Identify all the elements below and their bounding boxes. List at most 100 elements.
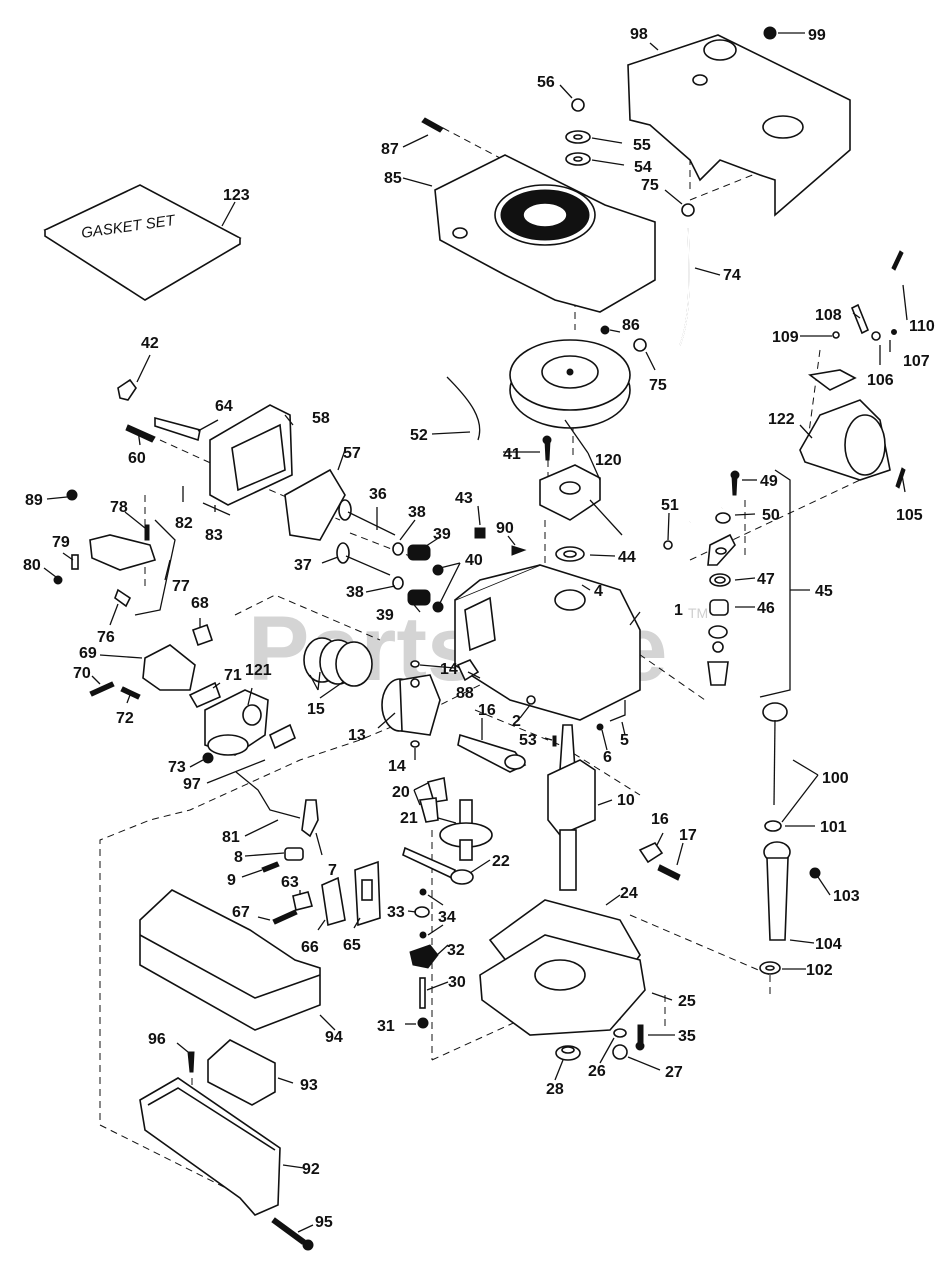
callout-100[interactable]: 100 — [822, 770, 849, 787]
callout-41[interactable]: 41 — [503, 446, 521, 463]
callout-28[interactable]: 28 — [546, 1081, 564, 1098]
callout-6[interactable]: 6 — [603, 749, 612, 766]
callout-81[interactable]: 81 — [222, 829, 240, 846]
callout-4[interactable]: 4 — [594, 583, 603, 600]
callout-97[interactable]: 97 — [183, 776, 201, 793]
callout-46[interactable]: 46 — [757, 600, 775, 617]
callout-16[interactable]: 16 — [478, 702, 496, 719]
callout-35[interactable]: 35 — [678, 1028, 696, 1045]
callout-5[interactable]: 5 — [620, 732, 629, 749]
callout-33[interactable]: 33 — [387, 904, 405, 921]
callout-107[interactable]: 107 — [903, 353, 930, 370]
callout-36[interactable]: 36 — [369, 486, 387, 503]
callout-110[interactable]: 110 — [909, 318, 935, 335]
callout-71[interactable]: 71 — [224, 667, 242, 684]
callout-47[interactable]: 47 — [757, 571, 775, 588]
callout-14-lower[interactable]: 14 — [388, 758, 406, 775]
callout-102[interactable]: 102 — [806, 962, 833, 979]
callout-94[interactable]: 94 — [325, 1029, 343, 1046]
callout-9[interactable]: 9 — [227, 872, 236, 889]
callout-44[interactable]: 44 — [618, 549, 636, 566]
callout-24[interactable]: 24 — [620, 885, 638, 902]
callout-69[interactable]: 69 — [79, 645, 97, 662]
callout-105[interactable]: 105 — [896, 507, 923, 524]
callout-78[interactable]: 78 — [110, 499, 128, 516]
callout-88[interactable]: 88 — [456, 685, 474, 702]
callout-58[interactable]: 58 — [312, 410, 330, 427]
callout-49[interactable]: 49 — [760, 473, 778, 490]
callout-14[interactable]: 14 — [440, 661, 458, 678]
callout-99[interactable]: 99 — [808, 27, 826, 44]
callout-89[interactable]: 89 — [25, 492, 43, 509]
callout-25[interactable]: 25 — [678, 993, 696, 1010]
callout-83[interactable]: 83 — [205, 527, 223, 544]
callout-51[interactable]: 51 — [661, 497, 679, 514]
callout-98[interactable]: 98 — [630, 26, 648, 43]
callout-8[interactable]: 8 — [234, 849, 243, 866]
callout-70[interactable]: 70 — [73, 665, 91, 682]
callout-22[interactable]: 22 — [492, 853, 510, 870]
callout-86[interactable]: 86 — [622, 317, 640, 334]
callout-56[interactable]: 56 — [537, 74, 555, 91]
callout-15[interactable]: 15 — [307, 701, 325, 718]
callout-42[interactable]: 42 — [141, 335, 159, 352]
callout-2[interactable]: 2 — [512, 713, 521, 730]
callout-104[interactable]: 104 — [815, 936, 842, 953]
callout-109[interactable]: 109 — [772, 329, 799, 346]
callout-95[interactable]: 95 — [315, 1214, 333, 1231]
callout-68[interactable]: 68 — [191, 595, 209, 612]
callout-10[interactable]: 10 — [617, 792, 635, 809]
callout-87[interactable]: 87 — [381, 141, 399, 158]
callout-103[interactable]: 103 — [833, 888, 860, 905]
callout-67[interactable]: 67 — [232, 904, 250, 921]
callout-7[interactable]: 7 — [328, 862, 337, 879]
callout-82[interactable]: 82 — [175, 515, 193, 532]
callout-122[interactable]: 122 — [768, 411, 795, 428]
callout-108[interactable]: 108 — [815, 307, 842, 324]
callout-92[interactable]: 92 — [302, 1161, 320, 1178]
callout-66[interactable]: 66 — [301, 939, 319, 956]
callout-64[interactable]: 64 — [215, 398, 233, 415]
callout-106[interactable]: 106 — [867, 372, 894, 389]
callout-76[interactable]: 76 — [97, 629, 115, 646]
callout-39-lower[interactable]: 39 — [376, 607, 394, 624]
callout-55[interactable]: 55 — [633, 137, 651, 154]
callout-63[interactable]: 63 — [281, 874, 299, 891]
callout-52[interactable]: 52 — [410, 427, 428, 444]
callout-60[interactable]: 60 — [128, 450, 146, 467]
callout-38[interactable]: 38 — [408, 504, 426, 521]
callout-73[interactable]: 73 — [168, 759, 186, 776]
callout-17[interactable]: 17 — [679, 827, 697, 844]
callout-20[interactable]: 20 — [392, 784, 410, 801]
callout-31[interactable]: 31 — [377, 1018, 395, 1035]
callout-120[interactable]: 120 — [595, 452, 622, 469]
callout-37[interactable]: 37 — [294, 557, 312, 574]
callout-121[interactable]: 121 — [245, 662, 272, 679]
callout-75-lower[interactable]: 75 — [649, 377, 667, 394]
callout-32[interactable]: 32 — [447, 942, 465, 959]
callout-1[interactable]: 1 — [674, 602, 683, 619]
callout-75[interactable]: 75 — [641, 177, 659, 194]
callout-27[interactable]: 27 — [665, 1064, 683, 1081]
callout-101[interactable]: 101 — [820, 819, 847, 836]
callout-13[interactable]: 13 — [348, 727, 366, 744]
callout-39[interactable]: 39 — [433, 526, 451, 543]
callout-77[interactable]: 77 — [172, 578, 190, 595]
callout-72[interactable]: 72 — [116, 710, 134, 727]
callout-34[interactable]: 34 — [438, 909, 456, 926]
callout-26[interactable]: 26 — [588, 1063, 606, 1080]
callout-43[interactable]: 43 — [455, 490, 473, 507]
callout-21[interactable]: 21 — [400, 810, 418, 827]
callout-54[interactable]: 54 — [634, 159, 652, 176]
callout-85[interactable]: 85 — [384, 170, 402, 187]
callout-30[interactable]: 30 — [448, 974, 466, 991]
callout-53[interactable]: 53 — [519, 732, 537, 749]
callout-50[interactable]: 50 — [762, 507, 780, 524]
callout-38-lower[interactable]: 38 — [346, 584, 364, 601]
callout-80[interactable]: 80 — [23, 557, 41, 574]
callout-90[interactable]: 90 — [496, 520, 514, 537]
callout-123[interactable]: 123 — [223, 187, 250, 204]
callout-74[interactable]: 74 — [723, 267, 741, 284]
callout-93[interactable]: 93 — [300, 1077, 318, 1094]
callout-65[interactable]: 65 — [343, 937, 361, 954]
